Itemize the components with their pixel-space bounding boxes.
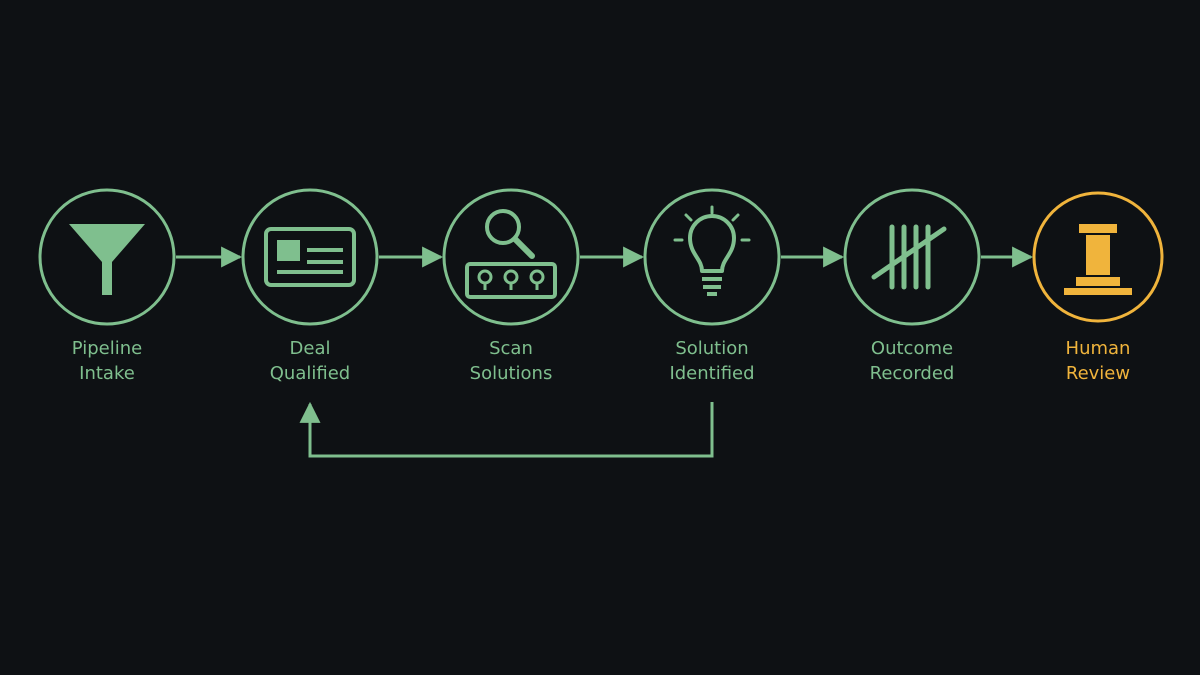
id-card-icon [264,227,356,287]
tally-marks-icon [871,224,947,290]
magnifier-lightbulbs-icon [465,209,557,299]
connectors-layer [176,246,1034,458]
step-label-line1: Pipeline [72,338,142,359]
step-circle [643,188,781,326]
pillar-icon [1064,224,1132,295]
step-label-line2: Identified [669,363,754,384]
nodes-layer: PipelineIntakeDealQualifiedScanSolutions… [38,188,1164,384]
step-label-line2: Recorded [870,363,955,384]
step-circle [442,188,580,326]
loop-back-arrow [299,401,714,458]
step-label-line1: Solution [675,338,748,359]
step-label-line2: Qualified [270,363,350,384]
step-label-line1: Human [1066,338,1131,359]
step-label-line2: Intake [79,363,135,384]
step-label-line1: Outcome [871,338,953,359]
step-label-line1: Scan [489,338,533,359]
step-circle [38,188,176,326]
step-label-line1: Deal [290,338,331,359]
step-label-line2: Solutions [470,363,553,384]
step-circle [241,188,379,326]
step-circle [843,188,981,326]
funnel-icon [69,224,145,295]
step-circle [1032,191,1164,323]
lightbulb-icon [673,205,751,296]
step-label-line2: Review [1066,363,1130,384]
